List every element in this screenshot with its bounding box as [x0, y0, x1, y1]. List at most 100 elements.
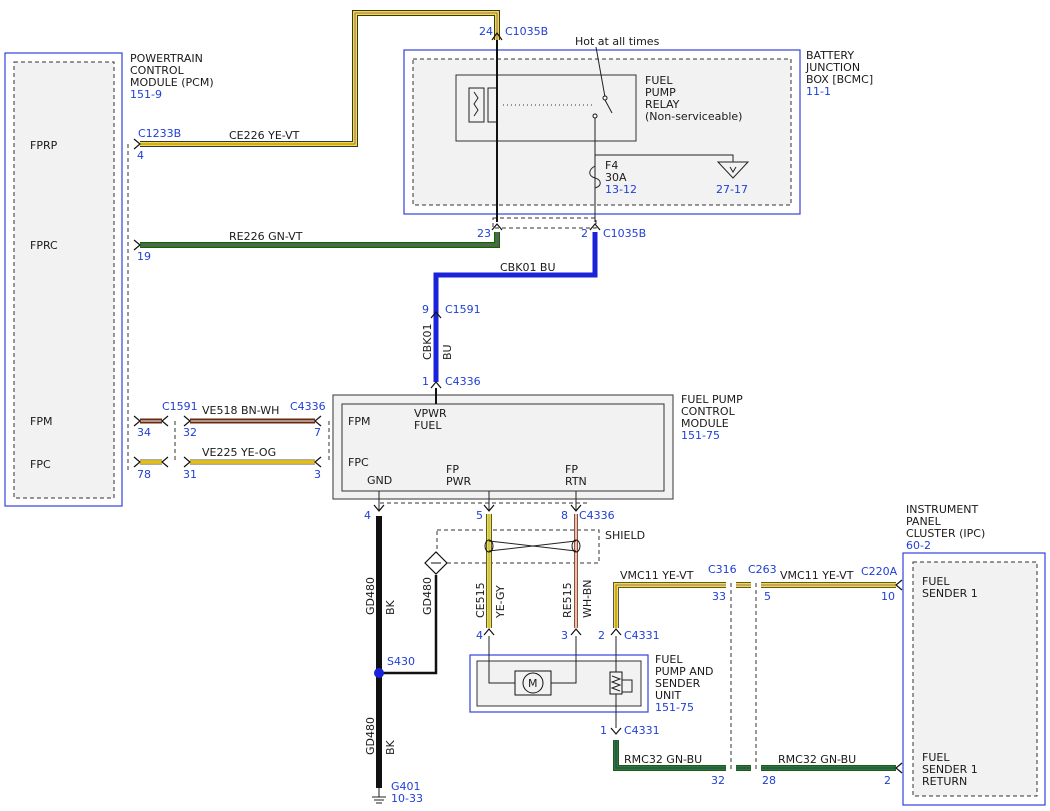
pcm-name-line-2: CONTROL — [130, 64, 185, 77]
ipc-name-line-2: PANEL — [906, 515, 942, 528]
splice-s430-dot — [374, 668, 384, 678]
pcm-pin-fpc: FPC — [30, 458, 51, 471]
pcm-pin-fprc: FPRC — [30, 239, 58, 252]
bjb-module — [403, 49, 801, 215]
ipc-name-line-1: INSTRUMENT — [906, 503, 979, 516]
internal-lines — [378, 40, 734, 728]
pin-23: 23 — [477, 227, 491, 240]
ipc-title: INSTRUMENT PANEL CLUSTER (IPC) 60-2 — [906, 503, 985, 552]
pin-19: 19 — [137, 250, 151, 263]
wire-label-ce226: CE226 YE-VT — [229, 129, 300, 142]
ipc-name-line-3: CLUSTER (IPC) — [906, 527, 985, 540]
connector-c1591-top: C1591 — [445, 303, 481, 316]
wire-label-re226: RE226 GN-VT — [229, 230, 303, 243]
pcm-title: POWERTRAIN CONTROL MODULE (PCM) 151-9 — [130, 52, 214, 101]
connector-c316: C316 — [708, 563, 737, 576]
ipc-sender-line-2: SENDER 1 — [922, 587, 978, 600]
fpcm-pin-fpm: FPM — [348, 415, 370, 428]
bjb-title: BATTERY JUNCTION BOX [BCMC] 11-1 — [805, 49, 873, 98]
pump-name-line-4: UNIT — [655, 689, 682, 702]
pcm-pin-fpm: FPM — [30, 415, 52, 428]
connector-c263: C263 — [748, 563, 777, 576]
ground-g401-ref: 10-33 — [391, 792, 423, 805]
pin-4-pcm: 4 — [137, 149, 144, 162]
fpcm-vpwr-line-1: VPWR — [414, 407, 447, 420]
shield-label: SHIELD — [605, 529, 645, 542]
wire-label-gd480-b: GD480 — [421, 577, 434, 615]
bjb-ground-icon — [716, 161, 750, 179]
wire-ce226 — [140, 10, 500, 147]
bjb-ref: 11-1 — [806, 85, 831, 98]
pin-4-gnd: 4 — [364, 509, 371, 522]
pin-28: 28 — [762, 774, 776, 787]
relay-line-4: (Non-serviceable) — [645, 110, 742, 123]
wire-vmc11 — [613, 582, 896, 628]
fpcm-vpwr-line-2: FUEL — [414, 419, 442, 432]
hot-at-all-times-label: Hot at all times — [575, 35, 660, 48]
pump-name-line-2: PUMP AND — [655, 665, 714, 678]
pin-8: 8 — [561, 509, 568, 522]
fpcm-fppwr-line-1: FP — [446, 463, 459, 476]
relay-line-1: FUEL — [645, 74, 673, 87]
pump-ref: 151-75 — [655, 701, 694, 714]
ipc-return-line-1: FUEL — [922, 751, 950, 764]
connector-c4331-top: C4331 — [624, 629, 660, 642]
wire-label-re515: RE515 — [561, 582, 574, 618]
wire-label-gd480-a-color: BK — [384, 599, 397, 615]
pump-title: FUEL PUMP AND SENDER UNIT 151-75 — [655, 653, 714, 714]
connector-dashes — [127, 144, 757, 770]
fpcm-fprtn-line-2: RTN — [565, 475, 587, 488]
ipc-return-line-2: SENDER 1 — [922, 763, 978, 776]
wire-rmc32 — [613, 740, 896, 771]
wire-label-cbk01-v-color: BU — [441, 344, 454, 360]
fpcm-module — [332, 394, 674, 500]
connector-c4336-top: C4336 — [445, 375, 481, 388]
pin-2-bjb: 2 — [581, 227, 588, 240]
wire-label-rmc32-b: RMC32 GN-BU — [778, 753, 856, 766]
pin-32-c1591: 32 — [183, 426, 197, 439]
wire-label-ve518: VE518 BN-WH — [202, 404, 279, 417]
relay-switch-symbol — [473, 91, 608, 119]
wire-label-rmc32-a: RMC32 GN-BU — [624, 753, 702, 766]
pin-1-c4331: 1 — [600, 724, 607, 737]
pin-2-ipc: 2 — [884, 774, 891, 787]
shield-box — [436, 529, 600, 564]
fpcm-fppwr-line-2: PWR — [446, 475, 472, 488]
pcm-name-line-3: MODULE (PCM) — [130, 76, 214, 89]
relay-line-3: RELAY — [645, 98, 680, 111]
connector-c4331-bottom: C4331 — [624, 724, 660, 737]
connector-c1591-mid: C1591 — [162, 400, 198, 413]
ground-g401-label: G401 — [391, 780, 421, 793]
pin-10: 10 — [881, 590, 895, 603]
wire-re226 — [140, 232, 500, 248]
shield-drain-icon — [424, 551, 448, 575]
fuse-rating: 30A — [605, 171, 627, 184]
pump-name-line-3: SENDER — [655, 677, 701, 690]
wire-label-ce515-color: YE-GY — [494, 585, 507, 619]
pin-78: 78 — [137, 468, 151, 481]
ipc-return-line-3: RETURN — [922, 775, 967, 788]
pin-33: 33 — [712, 590, 726, 603]
connector-c1233b: C1233B — [138, 127, 181, 140]
fuel-pump-motor-icon: M — [514, 670, 552, 696]
pin-3-pump: 3 — [561, 629, 568, 642]
fpcm-fprtn-line-1: FP — [565, 463, 578, 476]
connector-c220a: C220A — [861, 565, 898, 578]
fpcm-name-line-3: MODULE — [681, 417, 729, 430]
fpcm-title: FUEL PUMP CONTROL MODULE 151-75 — [681, 393, 743, 442]
fuel-sender-rheostat-icon — [609, 671, 623, 695]
fpcm-name-line-1: FUEL PUMP — [681, 393, 743, 406]
wire-label-ce515: CE515 — [474, 582, 487, 618]
pin-1-c4336: 1 — [422, 375, 429, 388]
wire-label-re515-color: WH-BN — [581, 580, 594, 619]
shield-twist-icon — [484, 539, 581, 553]
fuse-ref: 13-12 — [605, 183, 637, 196]
relay-line-2: PUMP — [645, 86, 676, 99]
ipc-module — [902, 552, 1046, 806]
connector-c1035b-top: C1035B — [505, 25, 548, 38]
pin-32-c316: 32 — [711, 774, 725, 787]
pcm-name-line-1: POWERTRAIN — [130, 52, 203, 65]
wire-cbk01 — [433, 232, 598, 382]
wire-gd480-branch — [379, 575, 438, 675]
